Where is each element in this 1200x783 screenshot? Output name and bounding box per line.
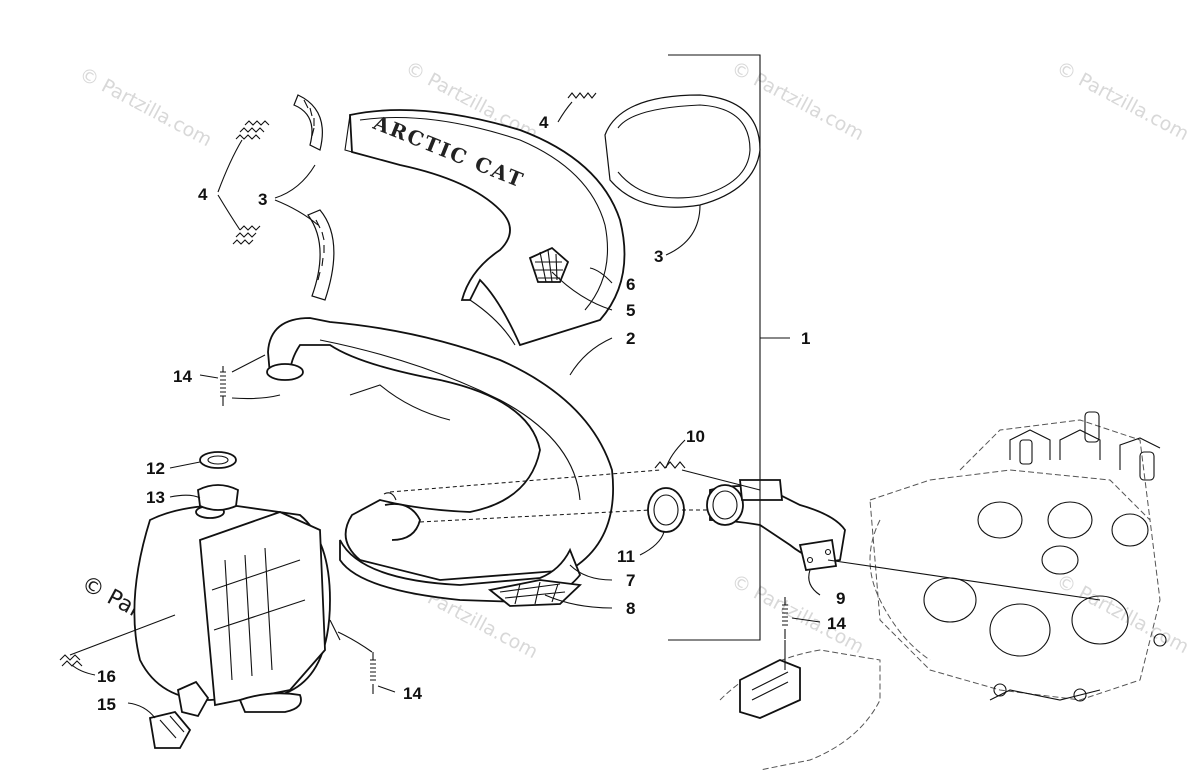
- callout-12: 12: [146, 459, 165, 478]
- gaskets: [197, 451, 239, 511]
- watermark: © Partzilla.com: [1053, 570, 1193, 658]
- callout-4: 4: [539, 113, 549, 132]
- callout-14: 14: [173, 367, 192, 386]
- expansion-chamber: [266, 317, 614, 607]
- springs: [59, 92, 788, 694]
- callout-3: 3: [654, 247, 663, 266]
- clamp-15: [148, 680, 210, 749]
- watermark: © Partzilla.com: [728, 570, 868, 658]
- callout-13: 13: [146, 488, 165, 507]
- callout-4: 4: [198, 185, 208, 204]
- callout-11: 11: [617, 547, 635, 566]
- callout-15: 15: [97, 695, 116, 714]
- watermark: © Partzilla.com: [76, 63, 216, 151]
- callout-6: 6: [626, 275, 635, 294]
- leader-lines: [69, 54, 1101, 719]
- callout-14: 14: [403, 684, 422, 703]
- silencer: [133, 504, 341, 713]
- callouts: 1 2 3 3 4 4 5 6 7 8 9 10 11 12 13 14 14 …: [97, 113, 846, 714]
- engine-ghost: [869, 411, 1167, 702]
- chassis-bracket: [719, 649, 881, 771]
- callout-9: 9: [836, 589, 845, 608]
- callout-14: 14: [827, 614, 846, 633]
- callout-5: 5: [626, 301, 635, 320]
- callout-10: 10: [686, 427, 705, 446]
- callout-8: 8: [626, 599, 635, 618]
- callout-7: 7: [626, 571, 635, 590]
- seal-ring: [647, 487, 685, 533]
- callout-2: 2: [626, 329, 635, 348]
- callout-1: 1: [801, 329, 810, 348]
- exhaust-manifold: [706, 479, 846, 571]
- callout-3: 3: [258, 190, 267, 209]
- callout-16: 16: [97, 667, 116, 686]
- watermark: © Partzilla.com: [1053, 57, 1193, 145]
- heat-shield: ARCTIC CAT: [344, 109, 626, 347]
- mesh-patch: [528, 246, 570, 283]
